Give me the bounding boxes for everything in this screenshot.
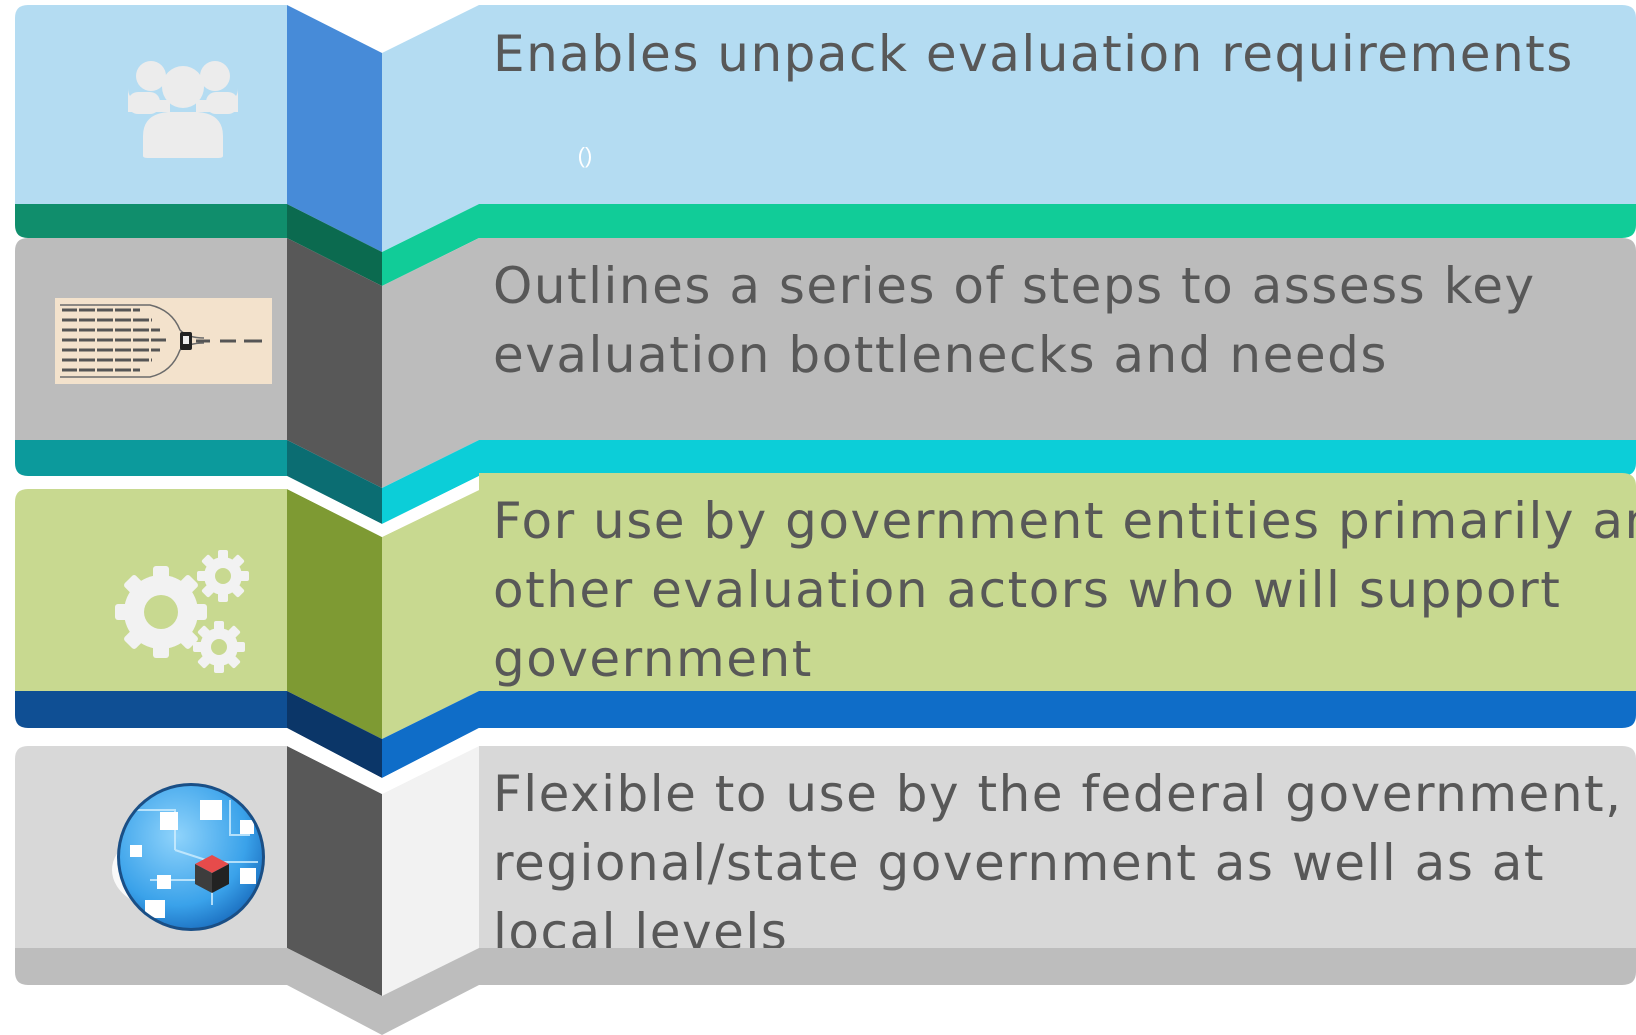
row-4-line-2: regional/state government as well as at xyxy=(493,834,1546,892)
row-2-base-left xyxy=(15,440,287,476)
row-1-base-left xyxy=(15,204,287,238)
row-3-panel-right xyxy=(479,473,1636,691)
row-3-text: For use by government entities primarily… xyxy=(493,487,1636,691)
row-4-fold-spine xyxy=(287,746,382,996)
row-2-line-2: evaluation bottlenecks and needs xyxy=(493,326,1388,384)
bottleneck-arrows-icon xyxy=(55,298,272,384)
row-1-text: Enables unpack evaluation requirements xyxy=(493,20,1636,89)
row-2-panel-right xyxy=(479,238,1636,440)
row-3-line-1: For use by government entities primarily… xyxy=(493,492,1636,550)
row-2-base-right xyxy=(479,440,1636,476)
row-1-fold-front xyxy=(382,5,479,252)
row-4-base-right xyxy=(479,948,1636,985)
row-3-fold-spine xyxy=(287,489,382,739)
row-1-line-1: Enables unpack evaluation requirements xyxy=(493,25,1574,83)
row-4 xyxy=(15,746,1636,1035)
row-4-base-front xyxy=(382,948,479,1035)
row-2-text: Outlines a series of steps to assess key… xyxy=(493,252,1636,390)
row-3 xyxy=(15,473,1636,778)
people-group-icon xyxy=(128,61,238,158)
row-4-base-left xyxy=(15,948,287,985)
row-1-base-front xyxy=(382,204,479,286)
row-3-line-3: government xyxy=(493,630,813,688)
row-1-marker: () xyxy=(578,143,593,168)
row-1: () xyxy=(15,5,1636,286)
separator-4 xyxy=(287,728,479,794)
separator-3 xyxy=(287,476,479,537)
row-2 xyxy=(15,238,1636,524)
row-3-line-2: other evaluation actors who will support xyxy=(493,561,1562,619)
row-3-base-right xyxy=(479,691,1636,728)
row-1-panel-right xyxy=(479,5,1636,204)
row-2-base-spine xyxy=(287,440,382,524)
gears-icon xyxy=(115,550,249,673)
row-2-fold-front xyxy=(382,238,479,488)
row-4-text: Flexible to use by the federal governmen… xyxy=(493,760,1636,948)
row-1-base-spine xyxy=(287,204,382,286)
row-4-line-1: Flexible to use by the federal governmen… xyxy=(493,765,1623,823)
row-3-base-left xyxy=(15,691,287,728)
row-3-fold-front xyxy=(382,490,479,739)
row-4-panel-right xyxy=(479,746,1636,948)
row-2-fold-spine xyxy=(287,238,382,488)
row-1-fold-spine xyxy=(287,5,382,252)
row-2-base-front xyxy=(382,440,479,524)
row-4-fold-front xyxy=(382,746,479,996)
row-1-base-right xyxy=(479,204,1636,238)
network-globe-icon xyxy=(112,783,265,931)
row-2-line-1: Outlines a series of steps to assess key xyxy=(493,257,1536,315)
row-3-base-spine xyxy=(287,691,382,778)
row-4-line-3: local levels xyxy=(493,903,789,948)
row-3-base-front xyxy=(382,691,479,778)
row-4-base-spine xyxy=(287,948,382,1035)
